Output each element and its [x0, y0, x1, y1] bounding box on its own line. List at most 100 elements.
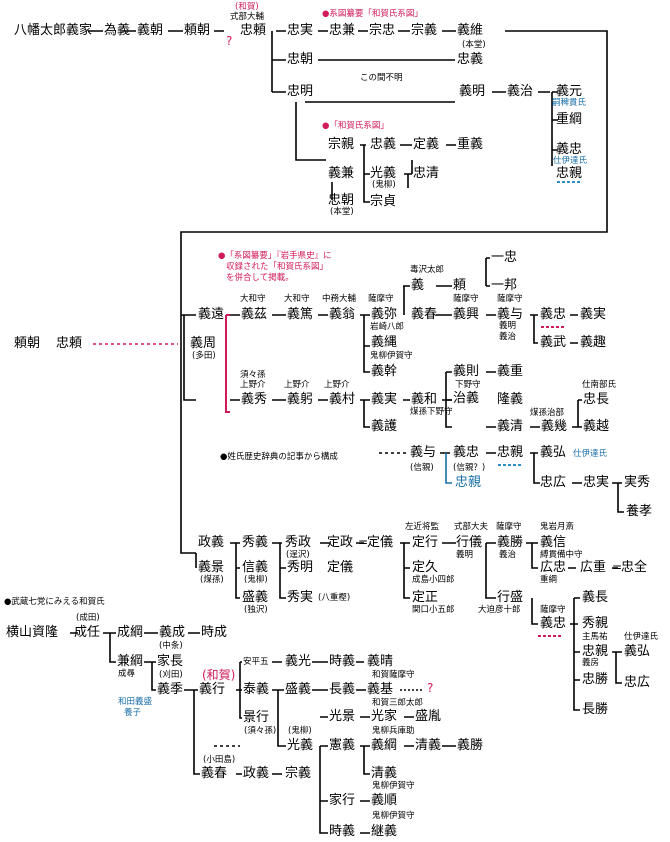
- person-node: 定儀: [327, 560, 354, 575]
- person-node: 義重: [497, 364, 524, 379]
- source-note: を併合して掲載。: [226, 273, 294, 283]
- note-label: 義明: [456, 550, 474, 560]
- person-node: 実秀: [624, 475, 651, 490]
- person-node: 泰義: [243, 682, 270, 697]
- person-node: 忠朝: [287, 52, 314, 67]
- note-label: 薩摩守: [496, 522, 522, 532]
- person-node: 忠長: [583, 392, 610, 407]
- person-node: 義信: [540, 535, 567, 550]
- note-label: 鬼柳伊賀守: [372, 811, 415, 821]
- note-label: 和田義盛: [118, 697, 153, 707]
- note-label: (小田島): [203, 755, 236, 765]
- note-label: 仕伊達氏: [624, 632, 659, 642]
- person-node: 一忠: [491, 250, 518, 265]
- person-node: 義秀: [241, 392, 268, 407]
- person-node: 義維: [457, 23, 484, 38]
- person-node: 清義: [371, 766, 398, 781]
- person-node: 治義: [453, 391, 480, 406]
- person-node: 義治: [507, 84, 534, 99]
- note-label: 煤孫下野守: [410, 407, 453, 417]
- person-node: 忠朝: [328, 193, 355, 208]
- person-node: 長勝: [582, 702, 609, 717]
- note-label: 下野守: [455, 380, 481, 390]
- person-node: 忠明: [287, 84, 314, 99]
- person-node: 忠親: [582, 644, 609, 659]
- person-node: 義忠: [540, 616, 567, 631]
- person-node: 義綱: [371, 738, 398, 753]
- note-label: (成田): [76, 613, 100, 623]
- person-node: 忠頼: [56, 336, 83, 351]
- person-node: 行盛: [497, 590, 524, 605]
- person-node: 忠勝: [582, 672, 609, 687]
- person-node: 政義: [198, 535, 225, 550]
- note-label: 薩摩守: [497, 294, 523, 304]
- person-node: 義弘: [540, 445, 567, 460]
- person-node: 義遠: [198, 307, 225, 322]
- note-label: 薩摩守: [453, 294, 479, 304]
- person-node: 兼綱: [117, 654, 144, 669]
- person-node: 義清: [497, 419, 524, 434]
- note-label: 上野介: [240, 380, 266, 390]
- person-node: 義順: [371, 793, 398, 808]
- note-label: 義治: [499, 550, 517, 560]
- person-node: 重義: [457, 137, 484, 152]
- person-node: 盛義: [285, 682, 312, 697]
- person-node: 家行: [329, 793, 356, 808]
- note-label: 鬼柳兵庫助: [372, 726, 415, 736]
- note-label: 大迫彦十郎: [478, 605, 521, 615]
- person-node: 義和: [411, 392, 438, 407]
- person-node: 義村: [329, 392, 356, 407]
- note-label: 上野介: [324, 380, 350, 390]
- person-node: 秀政: [285, 535, 312, 550]
- person-node: 政義: [243, 766, 270, 781]
- note-label: (八重樫): [318, 593, 351, 603]
- note-label: 式部大輔: [230, 12, 265, 22]
- person-node: 義躬: [287, 392, 314, 407]
- note-label: (本堂): [330, 207, 354, 217]
- person-node: 義光: [285, 654, 312, 669]
- person-node: 義与: [410, 445, 437, 460]
- note-label: 大和守: [284, 294, 310, 304]
- note-label: 鬼柳伊賀守: [370, 351, 413, 361]
- question-mark: ?: [226, 34, 233, 48]
- note-label: 大和守: [240, 294, 266, 304]
- person-node: 隆義: [497, 392, 524, 407]
- person-node: 養孝: [626, 504, 653, 519]
- person-node: 時成: [201, 625, 228, 640]
- person-node: 義明: [459, 84, 486, 99]
- person-node: 一邦: [491, 278, 518, 293]
- note-label: この間不明: [360, 73, 403, 83]
- person-node: 忠親: [556, 166, 583, 181]
- person-node: 義兼: [328, 166, 355, 181]
- person-node: 行儀: [456, 535, 483, 550]
- person-node: 義幹: [371, 364, 398, 379]
- note-label: (煤孫): [200, 575, 224, 585]
- person-node: 盛義: [242, 590, 269, 605]
- person-node: 定久: [412, 560, 439, 575]
- person-node: 秀義: [242, 535, 269, 550]
- person-node: 定儀: [367, 535, 394, 550]
- note-label: 仕伊達氏: [573, 449, 608, 459]
- source-note: ●「和賀氏系図」: [322, 121, 389, 131]
- source-note: ●武蔵七党にみえる和賀氏: [4, 597, 105, 607]
- person-node: 盛胤: [415, 709, 442, 724]
- note-label: (本堂): [462, 40, 486, 50]
- note-label: (刈田): [159, 670, 183, 680]
- person-node: 義忠: [540, 307, 567, 322]
- person-node: 頼朝: [14, 336, 41, 351]
- person-node: 義晴: [367, 654, 394, 669]
- note-label: (信親): [410, 463, 434, 473]
- person-node: 継義: [371, 824, 398, 839]
- person-node: 憲義: [329, 738, 356, 753]
- note-label: 薩摩守: [368, 294, 394, 304]
- person-node: 忠全: [621, 560, 648, 575]
- person-node: 忠実: [287, 23, 314, 38]
- person-node: 義護: [371, 419, 398, 434]
- note-label: 養子: [124, 708, 142, 718]
- person-node: 義成: [159, 625, 186, 640]
- person-node: 義茲: [241, 307, 268, 322]
- person-node: 義春: [201, 766, 228, 781]
- person-node: 長義: [329, 682, 356, 697]
- person-node: 忠義: [370, 137, 397, 152]
